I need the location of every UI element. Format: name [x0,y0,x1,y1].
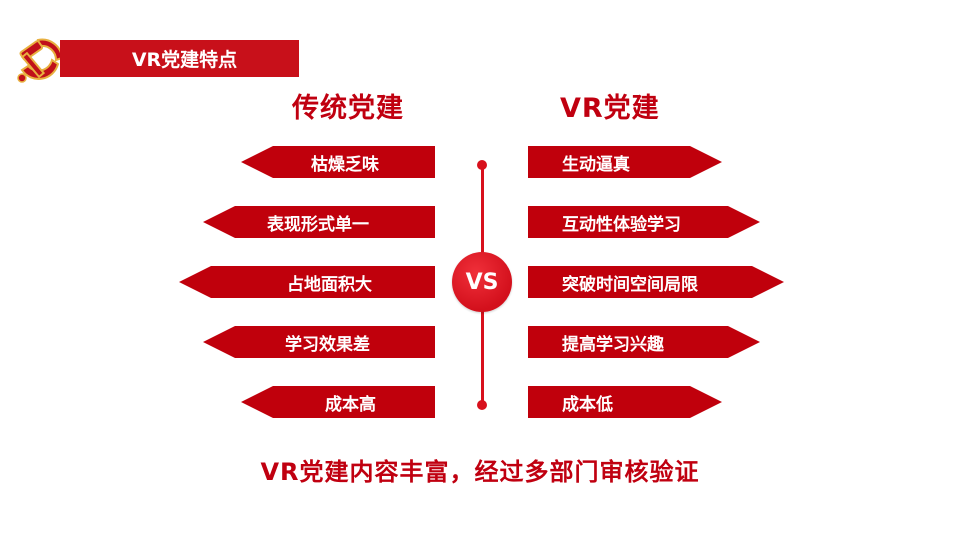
vr-heading: VR党建 [560,93,660,124]
right-arrow-item: 生动逼真 [528,146,722,178]
summary-text: VR党建内容丰富，经过多部门审核验证 [260,458,700,486]
party-emblem [12,30,70,88]
hammer-sickle-icon [17,38,64,83]
left-arrow-item: 表现形式单一 [203,206,435,238]
section-title-bar: VR党建特点 [60,40,299,77]
right-arrow-item: 互动性体验学习 [528,206,760,238]
traditional-heading: 传统党建 [292,93,404,124]
divider-bottom-dot [477,400,487,410]
right-arrow-item: 提高学习兴趣 [528,326,760,358]
left-arrow-item: 学习效果差 [203,326,435,358]
left-arrow-item: 占地面积大 [179,266,435,298]
divider-top-dot [477,160,487,170]
left-arrow-item: 枯燥乏味 [241,146,435,178]
right-arrow-item: 成本低 [528,386,722,418]
vs-badge: VS [452,252,512,312]
section-title: VR党建特点 [131,49,238,71]
left-arrow-item: 成本高 [241,386,435,418]
right-arrow-item: 突破时间空间局限 [528,266,784,298]
